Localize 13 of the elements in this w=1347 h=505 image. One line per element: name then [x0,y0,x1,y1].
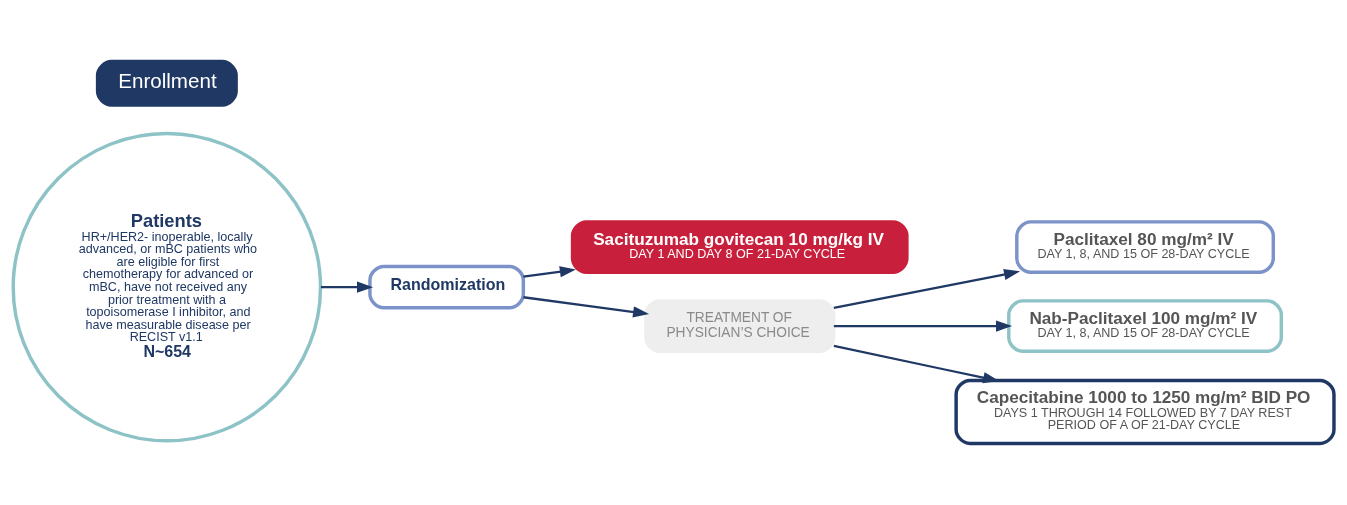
node-box: Paclitaxel 80 mg/m² IV DAY 1, 8, AND 15 OF 28-DAY CYCLE [1015,220,1275,274]
arrow [833,320,1013,332]
node-box: Nab-Paclitaxel 100 mg/m² IV DAY 1, 8, AND 15 OF 28-DAY CYCLE [1007,299,1283,353]
node-box: Enrollment [95,59,238,107]
arrow [523,296,650,318]
arrow [320,281,374,293]
arrow [523,266,576,278]
node-circle: Patients HR+/HER2- inoperable, locally advanced, or mBC patients who are eligible for first chemotherapy for advanced or mBC, have not received any prior treatment with a topoisomerase I inhibitor, and have measurable disease per RECIST v1.1 N~654 [11,131,323,443]
node-box: Randomization [368,264,526,310]
node-box: Sacituzumab govitecan 10 mg/kg IV DAY 1 AND DAY 8 OF 21-DAY CYCLE [570,220,909,274]
node-box: Capecitabine 1000 to 1250 mg/m² BID PO DAYS 1 THROUGH 14 FOLLOWED BY 7 DAY REST PERIOD OF A OF 21-DAY CYCLE [954,378,1336,446]
node-box: TREATMENT OF PHYSICIAN’S CHOICE [644,299,836,353]
arrow [833,268,1021,309]
